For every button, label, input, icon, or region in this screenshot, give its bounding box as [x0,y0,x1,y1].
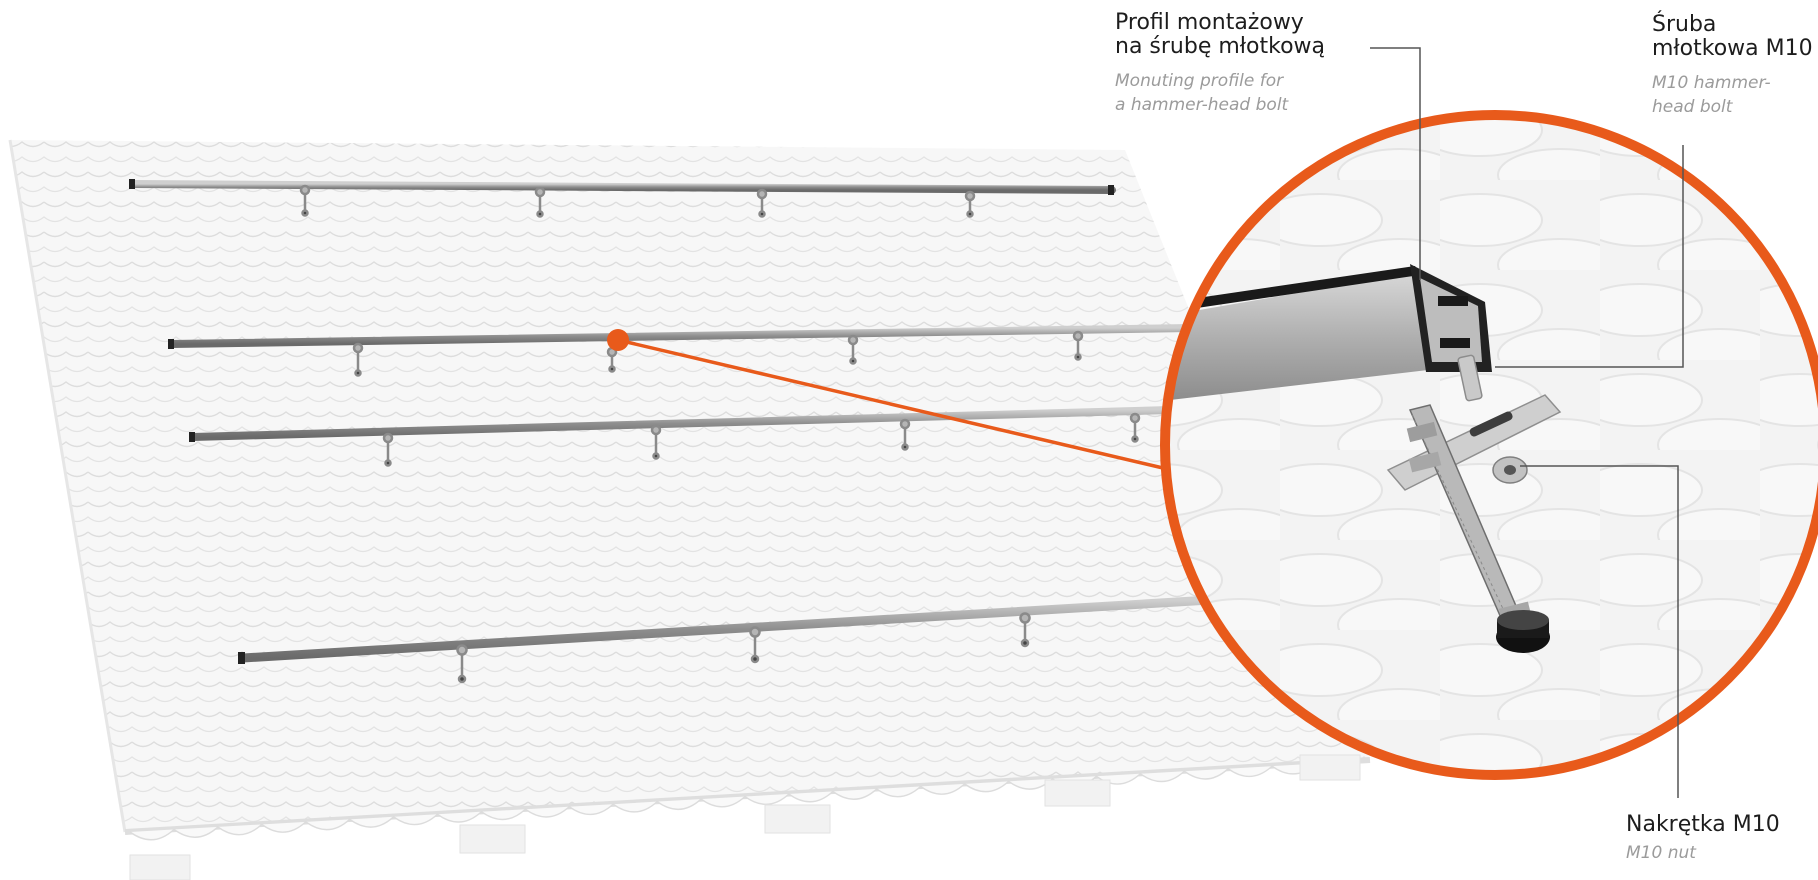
label-hammer-bolt-en: M10 hammer- head bolt [1652,71,1818,119]
magnified-detail-circle [1160,110,1818,780]
label-hammer-bolt-pl: Śruba młotkowa M10 [1652,13,1818,61]
callout-dot-marker [607,329,629,351]
m10-nut-icon [1493,457,1527,483]
roof [10,140,1370,880]
label-hammer-bolt: Śruba młotkowa M10 M10 hammer- head bolt [1652,13,1818,119]
label-nut-en: M10 nut [1626,841,1816,865]
label-nut-pl: Nakrętka M10 [1626,813,1816,837]
label-mounting-profile-en: Monuting profile for a hammer-head bolt [1115,69,1395,117]
label-mounting-profile-pl: Profil montażowy na śrubę młotkową [1115,11,1395,59]
label-mounting-profile: Profil montażowy na śrubę młotkową Monut… [1115,11,1395,117]
label-nut: Nakrętka M10 M10 nut [1626,813,1816,865]
